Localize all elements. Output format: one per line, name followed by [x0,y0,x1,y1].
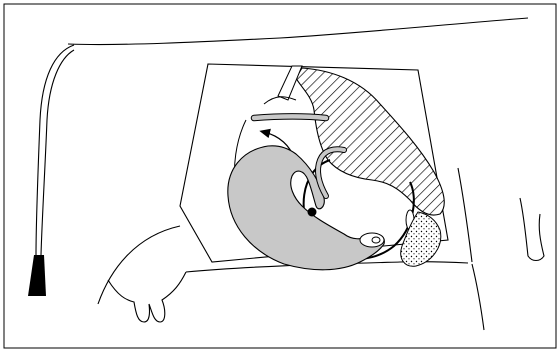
marker-dot [308,208,317,217]
tube-fill [254,117,326,119]
organ-bulb-inner [372,237,380,243]
